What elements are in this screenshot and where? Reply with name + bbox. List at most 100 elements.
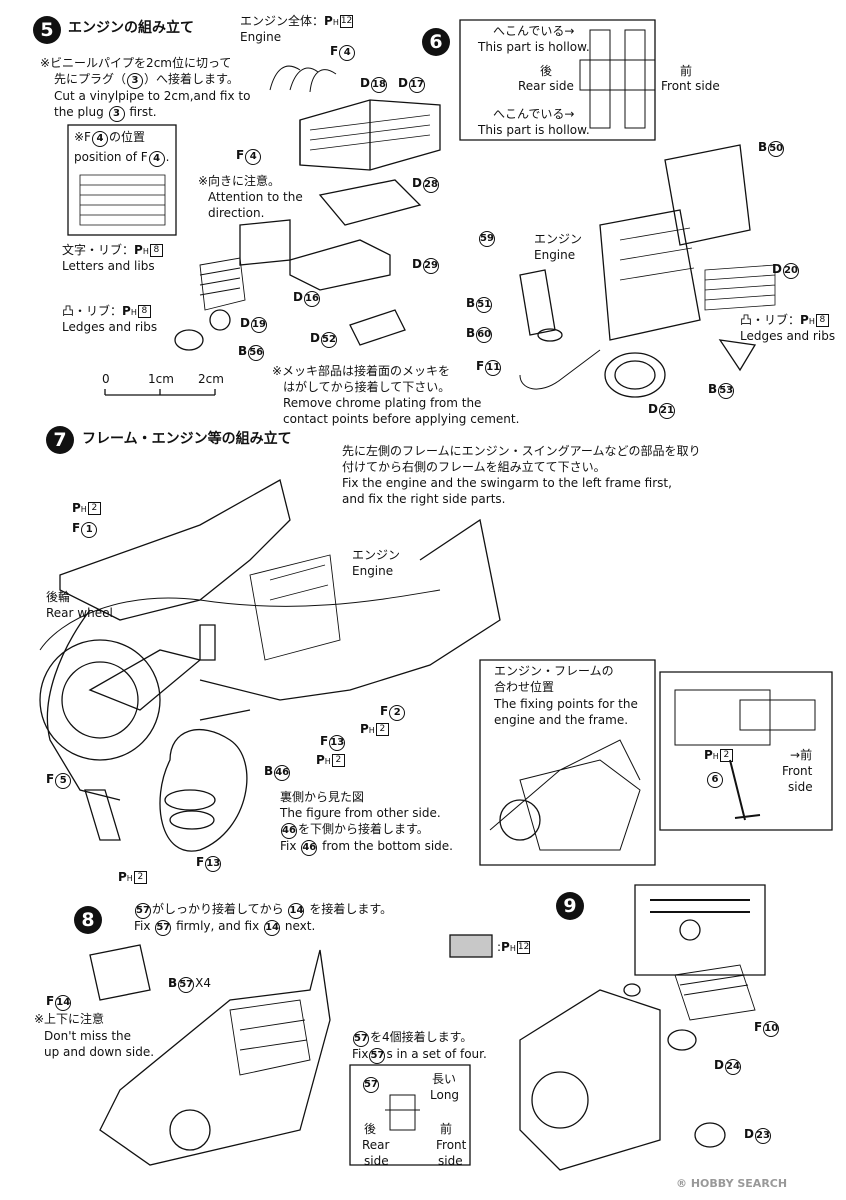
hollow-bottom-jp: へこんでいる→ bbox=[493, 107, 575, 121]
step-5-title: エンジンの組み立て bbox=[68, 20, 194, 36]
scale-1cm: 1cm bbox=[148, 372, 174, 386]
vinyl-note-jp-2: 先にプラグ（3）へ接着します。 bbox=[54, 72, 239, 89]
vinyl-note-en-1: Cut a vinylpipe to 2cm,and fix to bbox=[54, 89, 251, 103]
step-7-badge: 7 bbox=[46, 426, 74, 454]
step-6-badge: 6 bbox=[422, 28, 450, 56]
chrome-note-en-2: contact points before applying cement. bbox=[283, 412, 520, 426]
fixing-jp-2: 合わせ位置 bbox=[494, 680, 555, 694]
other-side-jp: 裏側から見た図 bbox=[280, 790, 365, 804]
part-57-inset: 57 bbox=[362, 1076, 380, 1093]
frame-outline bbox=[59, 479, 291, 621]
vinyl-note-jp-1: ※ビニールパイプを2cm位に切って bbox=[40, 56, 232, 70]
frame-note-en-2: and fix the right side parts. bbox=[342, 492, 506, 506]
long-jp: 長い bbox=[432, 1072, 457, 1086]
oil-pan bbox=[289, 239, 391, 291]
front-side-en: Front side bbox=[661, 79, 720, 93]
engine-cover bbox=[318, 179, 422, 226]
engine-body-en: Engine bbox=[240, 30, 282, 44]
part-6: 6 bbox=[706, 771, 724, 788]
vinyl-note-en-2: the plug 3 first. bbox=[54, 105, 157, 122]
front-8-jp: 前 bbox=[440, 1122, 453, 1136]
fixing-en-1: The fixing points for the bbox=[494, 697, 638, 711]
stand-front-en-1: Front bbox=[782, 764, 813, 778]
ledges-6-en: Ledges and ribs bbox=[740, 329, 836, 343]
rear-wheel-en: Rear wheel bbox=[46, 606, 113, 620]
step-8-note-en: Fix 57 firmly, and fix 14 next. bbox=[134, 919, 315, 936]
engine-label-6-en: Engine bbox=[534, 248, 576, 262]
engine-7-en: Engine bbox=[352, 564, 394, 578]
fixing-jp-1: エンジン・フレームの bbox=[494, 664, 614, 678]
scale-0: 0 bbox=[102, 372, 110, 386]
updown-en-1: Don't miss the bbox=[44, 1029, 132, 1043]
watermark: ® HOBBY SEARCH bbox=[676, 1177, 788, 1190]
rear-side-jp: 後 bbox=[540, 64, 553, 78]
chrome-note-en-1: Remove chrome plating from the bbox=[283, 396, 482, 410]
chrome-note-jp-1: ※メッキ部品は接着面のメッキを bbox=[272, 364, 451, 378]
frame-note-en-1: Fix the engine and the swingarm to the l… bbox=[342, 476, 672, 490]
rear-8-en-1: Rear bbox=[362, 1138, 390, 1152]
direction-note-en-1: Attention to the bbox=[208, 190, 303, 204]
front-8-en-1: Front bbox=[436, 1138, 467, 1152]
updown-jp: ※上下に注意 bbox=[34, 1012, 105, 1026]
rear-8-jp: 後 bbox=[364, 1122, 377, 1136]
hollow-top-jp: へこんでいる→ bbox=[493, 24, 575, 38]
step-8-badge: 8 bbox=[74, 906, 102, 934]
other-side-en: The figure from other side. bbox=[280, 806, 441, 820]
hollow-top-en: This part is hollow. bbox=[478, 40, 590, 54]
rear-wheel-jp: 後輪 bbox=[46, 590, 71, 604]
step-5-badge: 5 bbox=[33, 16, 61, 44]
stand-front-jp: →前 bbox=[790, 748, 813, 762]
letters-label-en: Letters and libs bbox=[62, 259, 155, 273]
rear-side-en: Rear side bbox=[518, 79, 574, 93]
step-9-badge: 9 bbox=[556, 892, 584, 920]
long-en: Long bbox=[430, 1088, 460, 1102]
fixing-en-2: engine and the frame. bbox=[494, 713, 629, 727]
part-59: 59 bbox=[478, 230, 496, 247]
stand-front-en-2: side bbox=[788, 780, 813, 794]
engine-7-jp: エンジン bbox=[352, 548, 401, 562]
direction-note-jp: ※向きに注意。 bbox=[198, 174, 281, 188]
updown-en-2: up and down side. bbox=[44, 1045, 155, 1059]
hollow-bottom-en: This part is hollow. bbox=[478, 123, 590, 137]
